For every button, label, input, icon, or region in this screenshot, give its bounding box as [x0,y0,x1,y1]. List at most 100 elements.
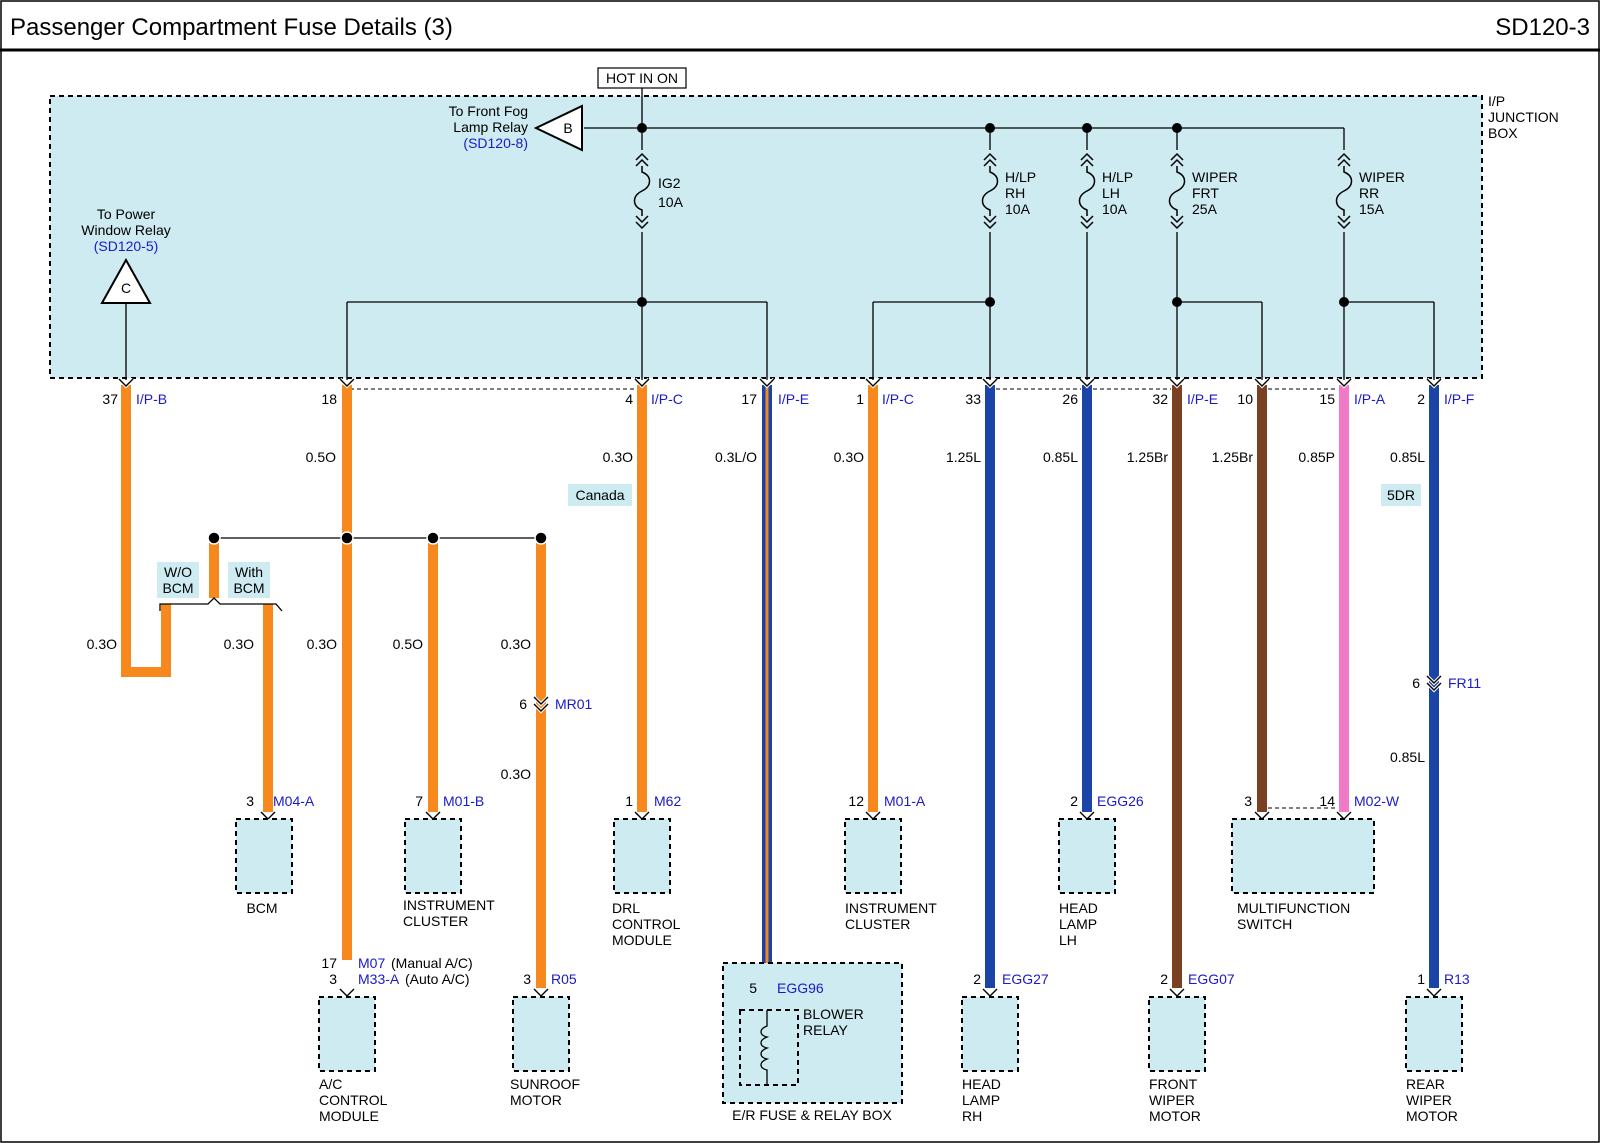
spec-w1: 0.3O [834,449,864,465]
ac-box [318,996,376,1072]
spec-w18: 0.5O [306,449,336,465]
er-box-name: E/R FUSE & RELAY BOX [732,1107,892,1123]
drl-pin: 1 [625,793,633,809]
junction-box-label-1: I/P [1488,93,1505,109]
fog-relay-letter: B [563,120,572,136]
five-dr-tag [1381,484,1421,506]
spec-cluster: 0.5O [393,636,423,652]
spec-w15: 0.85P [1298,449,1335,465]
ac-name-2: CONTROL [319,1092,388,1108]
chevron-p26 [1078,377,1096,389]
blower-relay-label-2: RELAY [803,1022,849,1038]
chevron-mr01-a [532,695,550,707]
pin-15: 15 [1319,391,1335,407]
chevron-p15 [1335,377,1353,389]
chevron-p4 [633,377,651,389]
fuse-wiper-frt-symbol [1168,150,1186,232]
window-relay-ref[interactable]: (SD120-5) [94,238,159,254]
drl-conn[interactable]: M62 [654,793,681,809]
ac-conn-a[interactable]: M07 [358,955,385,971]
spec-bcm: 0.3O [224,636,254,652]
blower-relay-label-1: BLOWER [803,1006,864,1022]
conn-ip-c-2[interactable]: I/P-C [882,391,914,407]
window-relay-label-2: Window Relay [81,222,170,238]
with-bcm-label-1: With [235,564,263,580]
cluster-left-pin: 7 [415,793,423,809]
cluster-left-box [404,818,462,894]
window-relay-letter: C [121,280,131,296]
wo-bcm-tag [157,562,199,598]
ip-junction-box [49,95,1483,379]
fuse-label-ig2-2: 10A [658,194,684,210]
spec-w33: 1.25L [946,449,981,465]
hot-in-on-label: HOT IN ON [606,70,678,86]
sunroof-conn[interactable]: R05 [551,971,577,987]
fuse-label-hlp-rh-2: RH [1005,185,1025,201]
spec-w4: 0.3O [603,449,633,465]
cluster-right-pin: 12 [848,793,864,809]
ac-conn-b[interactable]: M33-A [358,971,400,987]
conn-ip-e-2[interactable]: I/P-E [1187,391,1218,407]
drl-box [613,818,671,894]
rear-wiper-conn[interactable]: R13 [1444,971,1470,987]
drl-name-1: DRL [612,900,640,916]
cluster-right-conn[interactable]: M01-A [884,793,926,809]
chevron-cluster-right [864,810,882,822]
pin-17: 17 [741,391,757,407]
cluster-right-name-1: INSTRUMENT [845,900,937,916]
pin-18: 18 [321,391,337,407]
fuse-label-ig2-1: IG2 [658,175,681,191]
fog-relay-ref[interactable]: (SD120-8) [463,135,528,151]
chevron-fr11-a [1425,674,1443,686]
front-wiper-conn[interactable]: EGG07 [1188,971,1235,987]
sunroof-box [512,996,570,1072]
conn-ip-f[interactable]: I/P-F [1444,391,1474,407]
pin-4: 4 [625,391,633,407]
blower-relay-box [739,1009,799,1086]
wo-bcm-label-1: W/O [164,564,192,580]
pin-32: 32 [1152,391,1168,407]
ac-pin-a: 17 [321,955,337,971]
conn-ip-c-1[interactable]: I/P-C [651,391,683,407]
inline-mr01-conn[interactable]: MR01 [555,696,593,712]
chevron-multifunction-b [1335,810,1353,822]
ac-note-a: (Manual A/C) [391,955,473,971]
chevron-p2 [1425,377,1443,389]
front-wiper-name-1: FRONT [1149,1076,1198,1092]
five-dr-label: 5DR [1387,487,1415,503]
blower-relay-coil [760,1010,770,1085]
chevron-p32 [1168,377,1186,389]
conn-ip-a[interactable]: I/P-A [1354,391,1386,407]
inline-fr11-conn[interactable]: FR11 [1448,675,1481,691]
er-box-conn[interactable]: EGG96 [777,980,824,996]
chevron-rear-wiper [1425,987,1443,999]
chevron-cluster-left [424,810,442,822]
conn-ip-b[interactable]: I/P-B [136,391,167,407]
fuse-hlp-lh-symbol [1078,150,1096,232]
bcm-pin: 3 [246,793,254,809]
pin-2: 2 [1417,391,1425,407]
fuse-label-hlp-rh-3: 10A [1005,201,1031,217]
cluster-left-conn[interactable]: M01-B [443,793,484,809]
multifunction-conn[interactable]: M02-W [1354,793,1400,809]
spec-w17: 0.3L/O [715,449,757,465]
fuse-ig2-symbol [633,150,651,232]
conn-ip-e-1[interactable]: I/P-E [778,391,809,407]
head-rh-name-2: LAMP [962,1092,1000,1108]
multifunction-name-1: MULTIFUNCTION [1237,900,1350,916]
spec-w26: 0.85L [1043,449,1078,465]
head-lh-conn[interactable]: EGG26 [1097,793,1144,809]
head-rh-conn[interactable]: EGG27 [1002,971,1049,987]
head-rh-name-1: HEAD [962,1076,1001,1092]
option-bracket [159,597,283,612]
spec-rear-b: 0.85L [1390,749,1425,765]
splice-dots [637,123,1349,307]
spec-w32: 1.25Br [1127,449,1169,465]
ac-name-1: A/C [319,1076,342,1092]
rear-wiper-name-3: MOTOR [1406,1108,1458,1124]
multifunction-name-2: SWITCH [1237,916,1292,932]
bcm-conn[interactable]: M04-A [273,793,315,809]
window-relay-triangle [100,257,152,304]
